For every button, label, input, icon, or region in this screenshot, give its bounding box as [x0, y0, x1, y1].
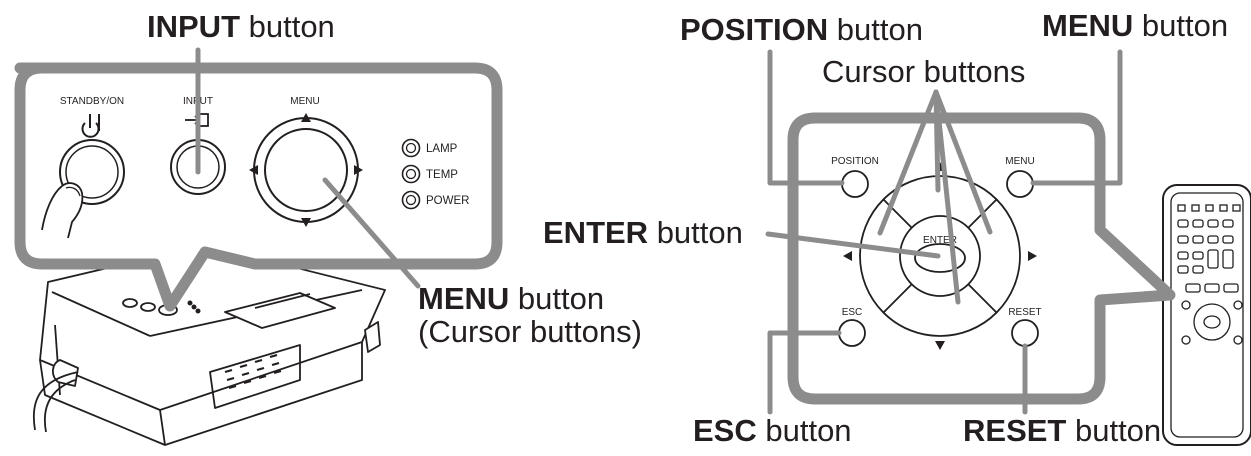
indicator-temp: TEMP [401, 164, 458, 184]
esc-button-callout: ESC button [693, 413, 852, 448]
arrow-left-icon [843, 251, 852, 261]
standby-label: STANDBY/ON [60, 96, 124, 107]
indicator-power: POWER [401, 190, 469, 210]
input-button-callout: INPUT button [147, 9, 335, 44]
indicator-lamp-label: LAMP [426, 143, 458, 155]
reset-panel-button[interactable] [1011, 319, 1039, 347]
position-panel-button[interactable] [841, 170, 869, 198]
enter-panel-label: ENTER [923, 235, 957, 246]
arrow-down-icon [301, 218, 311, 227]
position-button-callout: POSITION button [680, 12, 923, 47]
reset-panel-label: RESET [1008, 307, 1041, 318]
projector-body [33, 244, 386, 446]
enter-button-callout: ENTER button [543, 215, 743, 250]
esc-panel-label: ESC [842, 307, 863, 318]
arrow-down-icon [935, 341, 945, 350]
left-leader-lines [195, 47, 421, 289]
menu-panel-button[interactable] [264, 128, 348, 212]
indicator-lamp: LAMP [401, 138, 458, 158]
cursor-buttons-callout: Cursor buttons [822, 54, 1026, 89]
esc-panel-button[interactable] [838, 319, 866, 347]
finger-icon [41, 182, 84, 239]
menu-button-callout: MENU button [1042, 8, 1229, 43]
arrow-left-icon [249, 165, 258, 175]
position-panel-label: POSITION [831, 156, 879, 167]
menu-cursor-callout: MENU button(Cursor buttons) [418, 281, 642, 350]
right-leader-lines [765, 49, 1123, 415]
menu-remote-button[interactable] [1006, 170, 1034, 198]
power-icon [81, 114, 100, 138]
menu-remote-label: MENU [1005, 156, 1034, 167]
indicator-power-label: POWER [426, 195, 469, 207]
arrow-up-icon [301, 113, 311, 122]
indicator-temp-label: TEMP [426, 169, 458, 181]
menu-panel-label: MENU [290, 96, 319, 107]
arrow-right-icon [1028, 251, 1037, 261]
arrow-right-icon [354, 165, 363, 175]
enter-panel-button[interactable] [914, 243, 966, 273]
remote-control [1162, 184, 1251, 446]
reset-button-callout: RESET button [963, 413, 1162, 448]
